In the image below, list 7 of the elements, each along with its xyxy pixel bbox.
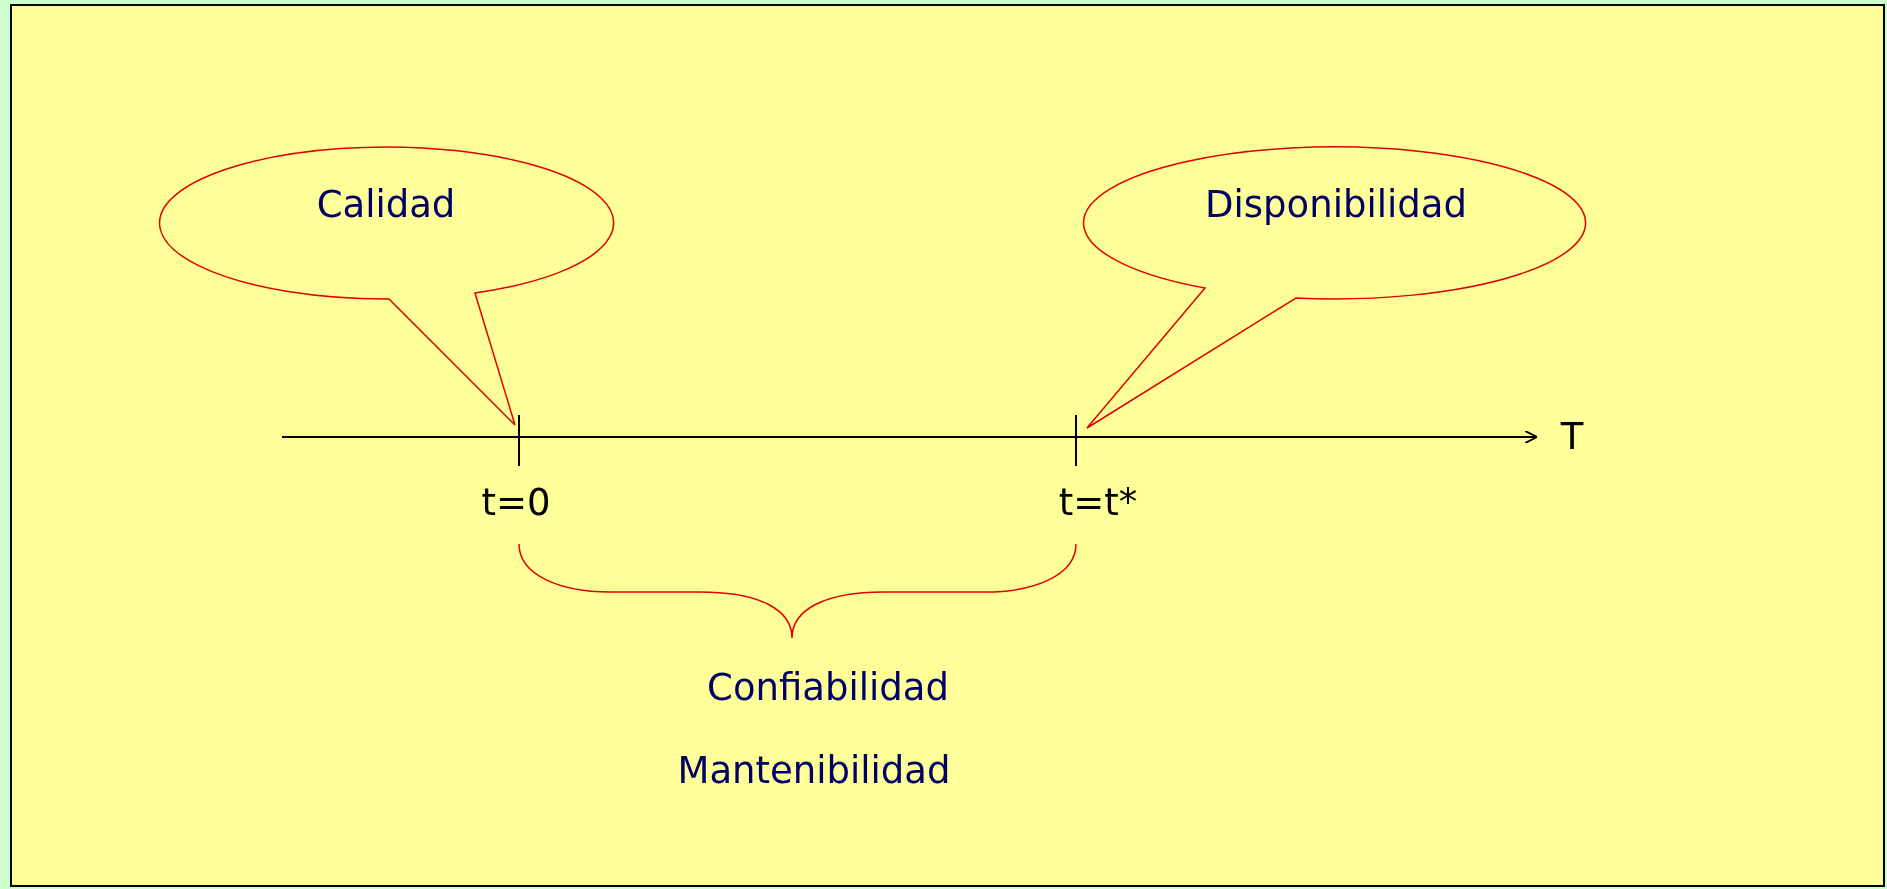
callout-text: Disponibilidad: [1205, 183, 1467, 227]
brace-label: Mantenibilidad: [677, 749, 951, 793]
tick-label: t=0: [481, 481, 551, 525]
tick-label: t=t*: [1058, 481, 1138, 525]
brace-label: Confiabilidad: [707, 666, 949, 710]
callout-text: Calidad: [316, 183, 456, 227]
axis-label: T: [1560, 415, 1584, 459]
